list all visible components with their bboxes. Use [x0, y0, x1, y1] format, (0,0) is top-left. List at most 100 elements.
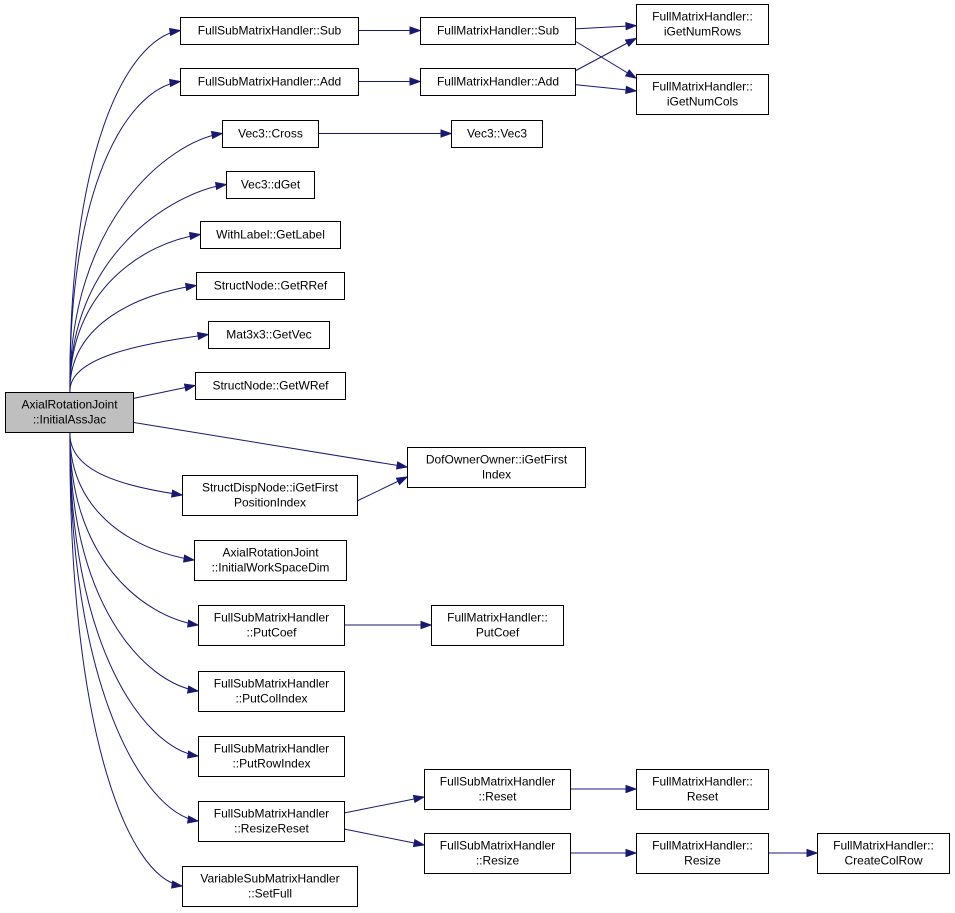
- node-box: [208, 321, 330, 349]
- node-vsmh_setfull[interactable]: VariableSubMatrixHandler::SetFull: [182, 866, 358, 907]
- node-box: [420, 68, 576, 96]
- node-box: [424, 833, 571, 874]
- node-fsmh_reset[interactable]: FullSubMatrixHandler::Reset: [424, 769, 571, 810]
- edge-line: [69, 431, 199, 626]
- edge-fsmh_putcoef-to-fmh_putcoef: [344, 620, 433, 630]
- arrowhead-icon: [171, 489, 184, 498]
- arrowhead-icon: [183, 383, 197, 392]
- edge-fsmh_resizereset-to-fsmh_reset: [343, 794, 426, 814]
- edge-line: [69, 431, 199, 822]
- node-label: FullSubMatrixHandler: [214, 807, 329, 821]
- node-fsmh_sub[interactable]: FullSubMatrixHandler::Sub: [180, 17, 359, 45]
- node-box: [424, 769, 571, 810]
- node-label: ::PutRowIndex: [232, 757, 310, 771]
- edge-root-to-sn_rref: [69, 282, 198, 393]
- arrowhead-icon: [189, 231, 202, 241]
- edge-line: [69, 133, 223, 393]
- edge-root-to-fsmh_add: [69, 78, 182, 393]
- node-fmh_create[interactable]: FullMatrixHandler::CreateColRow: [817, 833, 950, 874]
- node-label: FullMatrixHandler::Add: [437, 75, 559, 89]
- node-withlabel[interactable]: WithLabel::GetLabel: [200, 221, 341, 249]
- edge-line: [574, 37, 637, 72]
- arrowhead-icon: [185, 282, 198, 292]
- arrowhead-icon: [625, 784, 638, 794]
- node-label: Vec3::dGet: [241, 178, 301, 192]
- node-box: [817, 833, 950, 874]
- node-sn_wref[interactable]: StructNode::GetWRef: [195, 372, 346, 400]
- node-vec3_dget[interactable]: Vec3::dGet: [226, 171, 315, 199]
- node-fmh_add[interactable]: FullMatrixHandler::Add: [420, 68, 576, 96]
- node-label: Vec3::Cross: [238, 127, 303, 141]
- node-label: FullSubMatrixHandler: [214, 611, 329, 625]
- node-box: [200, 221, 341, 249]
- node-mat3x3[interactable]: Mat3x3::GetVec: [208, 321, 330, 349]
- node-box: [198, 736, 345, 777]
- node-fsmh_putcol[interactable]: FullSubMatrixHandler::PutColIndex: [198, 671, 345, 712]
- arrowhead-icon: [187, 750, 200, 759]
- arrowhead-icon: [624, 37, 638, 48]
- edge-line: [69, 81, 181, 393]
- node-box: [182, 866, 358, 907]
- arrowhead-icon: [420, 620, 433, 630]
- edge-line: [343, 796, 425, 814]
- node-label: Reset: [687, 790, 719, 804]
- edge-line: [69, 431, 199, 757]
- edges-layer: [69, 21, 819, 889]
- node-fsmh_putrow[interactable]: FullSubMatrixHandler::PutRowIndex: [198, 736, 345, 777]
- node-box: [198, 801, 345, 842]
- edge-root-to-sn_wref: [132, 383, 197, 400]
- node-fsmh_resizereset[interactable]: FullSubMatrixHandler::ResizeReset: [198, 801, 345, 842]
- edge-line: [69, 30, 181, 393]
- node-box: [180, 68, 359, 96]
- edge-fmh_add-to-fmh_rows: [574, 37, 638, 72]
- arrowhead-icon: [395, 476, 409, 486]
- edge-line: [69, 184, 227, 393]
- node-fmh_rows[interactable]: FullMatrixHandler::iGetNumRows: [636, 4, 769, 45]
- node-label: StructNode::GetWRef: [212, 379, 329, 393]
- node-fsmh_resize[interactable]: FullSubMatrixHandler::Resize: [424, 833, 571, 874]
- node-box: [636, 833, 769, 874]
- node-arj_iwsd[interactable]: AxialRotationJoint::InitialWorkSpaceDim: [194, 540, 347, 581]
- node-label: StructNode::GetRRef: [214, 279, 328, 293]
- edge-root-to-dof: [132, 421, 409, 470]
- edge-line: [69, 285, 197, 393]
- edge-line: [69, 431, 195, 561]
- node-fsmh_putcoef[interactable]: FullSubMatrixHandler::PutCoef: [198, 605, 345, 646]
- node-label: PutCoef: [476, 626, 520, 640]
- arrowhead-icon: [187, 619, 200, 628]
- node-fmh_cols[interactable]: FullMatrixHandler::iGetNumCols: [636, 74, 769, 115]
- node-vec3_cross[interactable]: Vec3::Cross: [222, 120, 319, 148]
- edge-root-to-sdn: [69, 431, 184, 498]
- arrowhead-icon: [187, 685, 200, 694]
- edge-fsmh_resizereset-to-fsmh_resize: [343, 828, 426, 848]
- nodes-layer: AxialRotationJoint::InitialAssJacFullSub…: [5, 4, 950, 907]
- arrowhead-icon: [440, 129, 453, 138]
- node-label: ::PutColIndex: [235, 692, 307, 706]
- arrowhead-icon: [197, 331, 210, 341]
- node-label: DofOwnerOwner::iGetFirst: [426, 453, 568, 467]
- node-label: iGetNumRows: [664, 25, 741, 39]
- arrowhead-icon: [169, 78, 182, 88]
- arrowhead-icon: [625, 21, 638, 31]
- arrowhead-icon: [409, 77, 422, 86]
- node-fmh_resize[interactable]: FullMatrixHandler::Resize: [636, 833, 769, 874]
- node-box: [636, 4, 769, 45]
- node-fmh_putcoef[interactable]: FullMatrixHandler::PutCoef: [431, 605, 564, 646]
- node-label: WithLabel::GetLabel: [216, 228, 325, 242]
- node-fmh_reset[interactable]: FullMatrixHandler::Reset: [636, 769, 769, 810]
- node-sn_rref[interactable]: StructNode::GetRRef: [196, 272, 345, 300]
- node-vec3_vec3[interactable]: Vec3::Vec3: [451, 120, 543, 148]
- edge-root-to-vsmh_setfull: [69, 431, 184, 889]
- node-box: [222, 120, 319, 148]
- node-fsmh_add[interactable]: FullSubMatrixHandler::Add: [180, 68, 359, 96]
- node-box: [195, 372, 346, 400]
- node-fmh_sub[interactable]: FullMatrixHandler::Sub: [420, 17, 576, 45]
- node-label: AxialRotationJoint: [222, 546, 319, 560]
- edge-root-to-fsmh_putcol: [69, 431, 200, 694]
- arrowhead-icon: [211, 130, 224, 140]
- edge-root-to-fsmh_resizereset: [69, 431, 200, 824]
- node-box: [226, 171, 315, 199]
